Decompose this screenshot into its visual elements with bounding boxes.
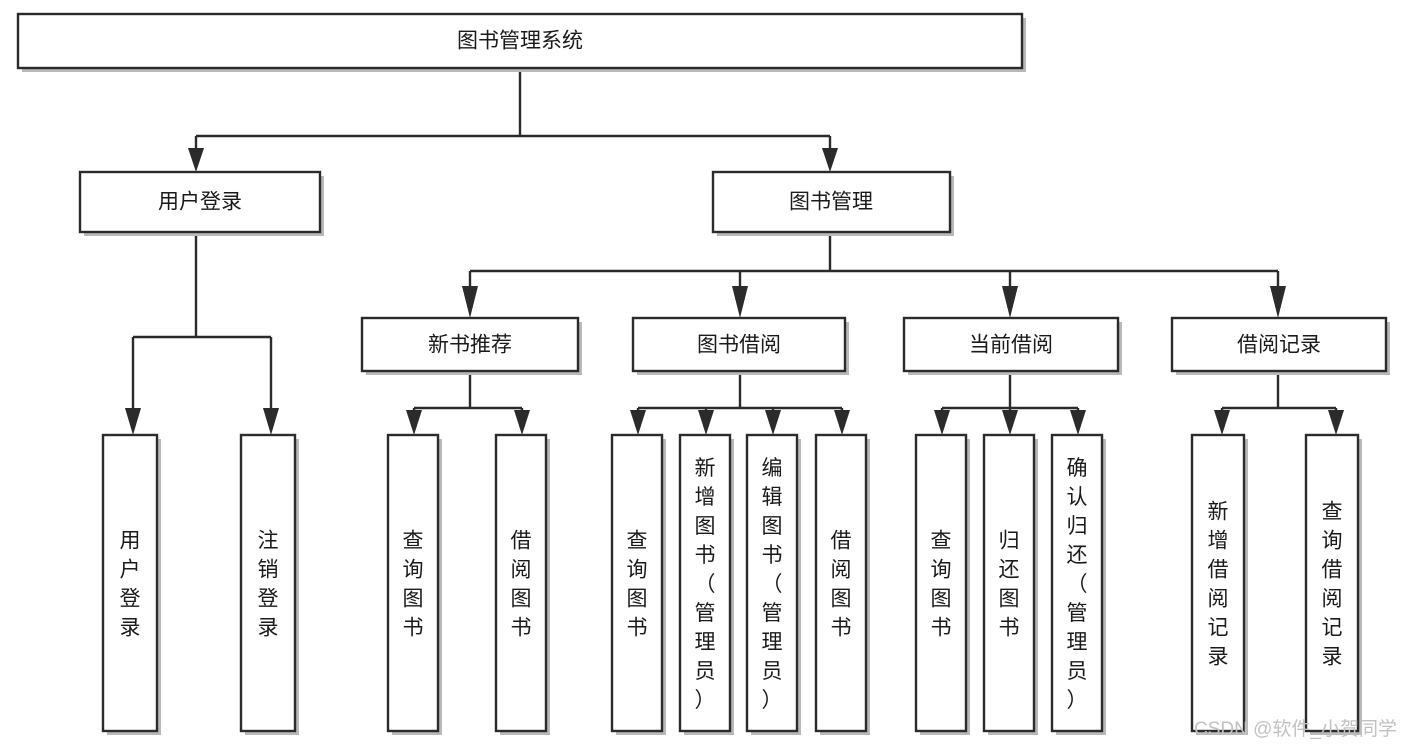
leaf-borrow-book-2-label: 借阅图书 [831,530,852,640]
arrow-leaf-query-book-2 [630,410,646,435]
user-login-box[interactable] [78,170,322,234]
leaf-query-borrow-record-label: 查询借阅记录 [1322,501,1343,669]
arrow-leaf-add-book [698,410,714,435]
leaf-node[interactable]: 查询借阅记录 [1304,433,1362,735]
arrow-to-user-login [188,148,204,172]
arrow-leaf-return-book [1002,410,1018,435]
leaf-query-borrow-record-box[interactable] [1304,433,1360,733]
book-borrow-box[interactable] [631,316,847,373]
leaf-node[interactable]: 用户登录 [101,433,161,735]
node-new-book-recommend[interactable]: 新书推荐 [360,316,582,375]
arrow-leaf-user-login [125,408,141,435]
root-label: 图书管理系统 [457,30,583,53]
new-book-recommend-label: 新书推荐 [428,334,512,357]
new-book-recommend-box[interactable] [360,316,580,373]
node-current-borrow[interactable]: 当前借阅 [902,316,1122,375]
leaf-node[interactable]: 注销登录 [239,433,299,735]
arrow-leaf-borrow-book-2 [834,410,850,435]
arrow-leaf-edit-book [765,410,781,435]
arrow-to-borrow-record [1270,286,1286,318]
user-login-label: 用户登录 [158,191,242,214]
leaf-node[interactable]: 新增借阅记录 [1190,433,1248,735]
csdn-watermark: CSDN @软件_小贺同学 [1194,718,1397,740]
book-management-label: 图书管理 [789,191,873,214]
arrow-to-book-borrow [732,286,748,318]
leaf-query-book-2-label: 查询图书 [627,530,648,640]
edges-layer [125,68,1344,435]
leaf-node[interactable]: 借阅图书 [814,433,870,735]
leaf-node[interactable]: 查询图书 [914,433,970,735]
leaf-confirm-return-box[interactable] [1050,433,1104,733]
leaf-add-borrow-record-box[interactable] [1190,433,1246,733]
leaf-query-book-3-box[interactable] [914,433,968,733]
leaf-query-book-1-label: 查询图书 [403,530,424,640]
leaf-query-book-1-box[interactable] [386,433,440,733]
node-user-login[interactable]: 用户登录 [78,170,324,236]
arrow-leaf-confirm-return [1070,410,1086,435]
book-borrow-label: 图书借阅 [697,334,781,357]
arrow-leaf-logout-login [263,408,279,435]
leaf-add-book-box[interactable] [678,433,732,733]
leaf-confirm-return-label: 确认归还（管理员） [1067,457,1088,712]
book-management-box[interactable] [711,170,952,234]
arrow-leaf-query-book-1 [406,410,422,435]
leaf-query-book-2-box[interactable] [610,433,664,733]
leaf-node[interactable]: 确认归还（管理员） [1050,433,1106,735]
node-borrow-record[interactable]: 借阅记录 [1170,316,1390,375]
node-book-borrow[interactable]: 图书借阅 [631,316,849,375]
leaf-borrow-book-1-label: 借阅图书 [511,530,532,640]
leaf-borrow-book-2-box[interactable] [814,433,868,733]
leaf-user-login-label: 用户登录 [120,530,141,640]
borrow-record-box[interactable] [1170,316,1388,373]
leaf-node[interactable]: 查询图书 [610,433,666,735]
leaf-node[interactable]: 查询图书 [386,433,442,735]
current-borrow-box[interactable] [902,316,1120,373]
leaf-edit-book-box[interactable] [745,433,799,733]
leaf-node[interactable]: 编辑图书（管理员） [745,433,801,735]
leaf-query-book-3-label: 查询图书 [931,530,952,640]
leaf-return-book-label: 归还图书 [999,530,1020,640]
leaf-edit-book-label: 编辑图书（管理员） [762,457,783,712]
arrow-to-book-management [822,148,838,172]
leaf-return-book-box[interactable] [982,433,1036,733]
arrow-to-current-borrow [1002,286,1018,318]
arrow-leaf-add-borrow-record [1214,410,1230,435]
leaf-node[interactable]: 归还图书 [982,433,1038,735]
arrow-leaf-query-borrow-record [1328,410,1344,435]
node-book-management[interactable]: 图书管理 [711,170,954,236]
leaf-node[interactable]: 借阅图书 [494,433,550,735]
leaf-logout-login-label: 注销登录 [258,530,279,640]
arrow-leaf-borrow-book-1 [514,410,530,435]
node-root[interactable]: 图书管理系统 [16,12,1026,72]
borrow-record-label: 借阅记录 [1237,334,1321,357]
leaf-node[interactable]: 新增图书（管理员） [678,433,734,735]
leaf-user-login-box[interactable] [101,433,159,733]
current-borrow-label: 当前借阅 [969,334,1053,357]
leaf-add-borrow-record-label: 新增借阅记录 [1208,501,1229,669]
leaf-add-book-label: 新增图书（管理员） [695,457,716,712]
arrow-leaf-query-book-3 [934,410,950,435]
arrow-to-new-book-recommend [462,286,478,318]
root-box[interactable] [16,12,1024,70]
leaf-logout-login-box[interactable] [239,433,297,733]
leaf-borrow-book-1-box[interactable] [494,433,548,733]
